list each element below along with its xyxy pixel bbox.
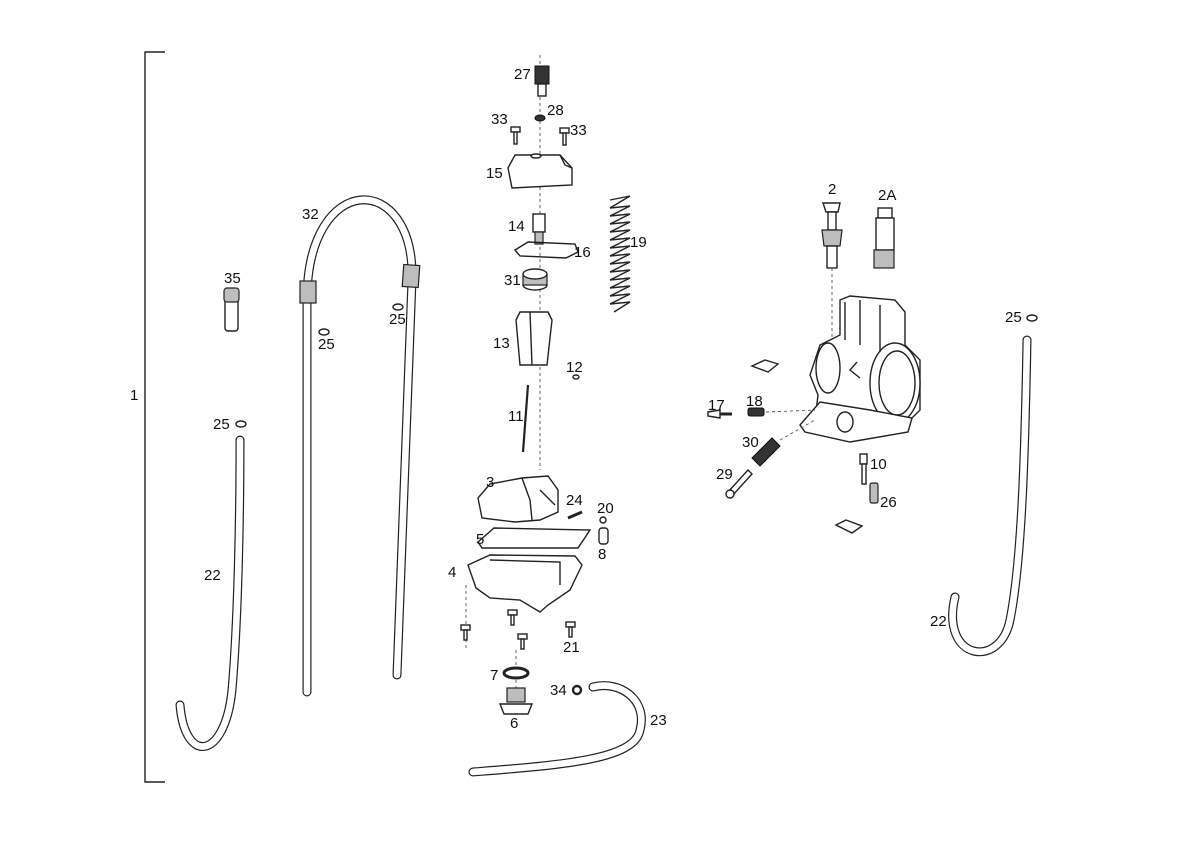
part-27-screw	[534, 65, 550, 97]
label-2: 2	[828, 181, 836, 198]
label-33-left: 33	[491, 111, 508, 128]
label-25-a: 25	[318, 336, 335, 353]
label-25-b: 25	[389, 311, 406, 328]
part-21-screws	[460, 609, 576, 650]
part-33-screws	[510, 126, 570, 146]
label-35: 35	[224, 270, 241, 287]
label-30: 30	[742, 434, 759, 451]
part-35-tube	[223, 287, 240, 332]
part-11-needle	[521, 384, 530, 453]
label-31: 31	[504, 272, 521, 289]
bracket-plate-bottom	[834, 519, 864, 534]
part-12-clip	[572, 374, 580, 380]
label-25-d: 25	[1005, 309, 1022, 326]
label-24: 24	[566, 492, 583, 509]
label-4: 4	[448, 564, 456, 581]
label-20: 20	[597, 500, 614, 517]
part-3-housing	[477, 475, 559, 523]
part-13-slide	[515, 311, 553, 366]
assembly-bracket	[144, 51, 165, 783]
label-10: 10	[870, 456, 887, 473]
label-22-left: 22	[204, 567, 221, 584]
part-25-orings	[235, 303, 1038, 428]
part-32-arch-hose	[299, 195, 421, 697]
part-15-top-cover	[507, 153, 573, 189]
label-1: 1	[130, 387, 138, 404]
part-2-valve	[821, 202, 843, 269]
label-7: 7	[490, 667, 498, 684]
label-25-c: 25	[213, 416, 230, 433]
label-32: 32	[302, 206, 319, 223]
label-5: 5	[476, 531, 484, 548]
part-29-screw	[725, 468, 753, 499]
part-7-oring	[502, 666, 530, 680]
part-18-screw	[747, 407, 765, 417]
part-16-gasket	[513, 241, 579, 259]
label-14: 14	[508, 218, 525, 235]
label-13: 13	[493, 335, 510, 352]
part-23-hose	[468, 681, 646, 777]
carburetor-body	[799, 295, 921, 443]
label-3: 3	[486, 474, 494, 491]
label-27: 27	[514, 66, 531, 83]
label-6: 6	[510, 715, 518, 732]
label-28: 28	[547, 102, 564, 119]
part-22-left-hose	[175, 435, 245, 751]
part-26-jet	[869, 482, 879, 504]
label-23: 23	[650, 712, 667, 729]
part-24-pin	[567, 510, 583, 520]
label-12: 12	[566, 359, 583, 376]
bracket-plate-top	[750, 359, 780, 373]
part-6-drain-plug	[498, 687, 534, 715]
label-16: 16	[574, 244, 591, 261]
part-2a-valve	[873, 207, 895, 269]
label-19: 19	[630, 234, 647, 251]
part-4-float-bowl	[467, 554, 583, 613]
part-14-fitting	[532, 213, 546, 245]
label-33-right: 33	[570, 122, 587, 139]
label-22-right: 22	[930, 613, 947, 630]
part-22-right-hose	[948, 335, 1032, 657]
label-2a: 2A	[878, 187, 896, 204]
part-28-washer	[534, 114, 546, 122]
part-34-washer	[571, 684, 583, 696]
part-17-screw	[707, 409, 732, 419]
part-19-spring	[609, 195, 631, 313]
label-18: 18	[746, 393, 763, 410]
label-17: 17	[708, 397, 725, 414]
label-11: 11	[508, 408, 524, 425]
part-10-jet	[859, 453, 868, 485]
label-26: 26	[880, 494, 897, 511]
label-34: 34	[550, 682, 567, 699]
part-30-spring	[751, 437, 781, 467]
label-29: 29	[716, 466, 733, 483]
label-21: 21	[563, 639, 580, 656]
part-31-seal	[522, 268, 548, 291]
part-labels: 1 2 2A 3 4 5 6 7 8 10 11 12 13 14 15 16 …	[130, 66, 1022, 732]
part-5-gasket	[477, 527, 592, 549]
part-20-8-valve	[598, 516, 609, 545]
label-15: 15	[486, 165, 503, 182]
label-8: 8	[598, 546, 606, 563]
